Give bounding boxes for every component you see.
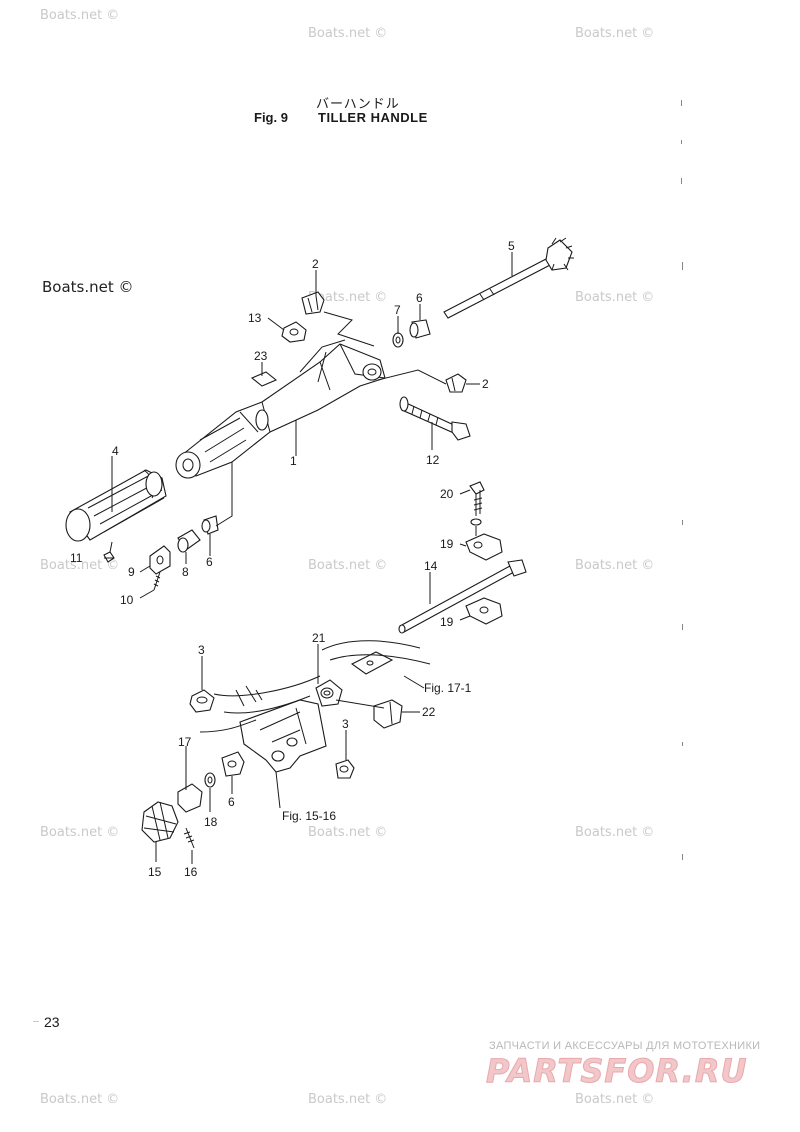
page-number-dash: -- [33, 1016, 39, 1026]
label-part-1: 1 [290, 454, 297, 468]
label-part-13: 13 [248, 311, 262, 325]
watermark: Boats.net © [308, 1092, 388, 1107]
label-part-9: 9 [128, 565, 135, 579]
part-16-screw [183, 827, 195, 849]
watermark: Boats.net © [575, 290, 655, 305]
friction-plate [239, 699, 327, 773]
label-part-14: 14 [424, 559, 438, 573]
guide-lines [199, 640, 431, 733]
part-3-nut-upper [189, 689, 215, 713]
part-23-plate [250, 371, 278, 387]
label-part-19b: 19 [440, 615, 454, 629]
watermark: Boats.net © [575, 26, 655, 41]
part-8-bushing [177, 529, 201, 553]
watermark: Boats.net © [40, 558, 120, 573]
watermark: Boats.net © [40, 8, 120, 23]
label-part-5: 5 [508, 239, 515, 253]
part-2-cap-bolt-right [445, 373, 467, 393]
watermark: Boats.net © [308, 26, 388, 41]
label-part-2: 2 [312, 257, 319, 271]
page-number: 23 [44, 1014, 60, 1030]
part-22-bushing [373, 699, 403, 729]
label-part-18: 18 [204, 815, 218, 829]
part-6-collar-lower [221, 751, 245, 777]
label-part-15: 15 [148, 865, 162, 879]
label-part-12: 12 [426, 453, 440, 467]
part-19-bracket-upper [465, 533, 503, 561]
part-20-bolt [469, 481, 485, 526]
part-17-bushing [177, 783, 203, 813]
label-part-6a: 6 [416, 291, 423, 305]
part-19-bracket-lower [465, 597, 503, 625]
part-3-nut-lower [335, 759, 355, 779]
brand-logo: PARTSFOR.RU [485, 1052, 748, 1091]
watermark: Boats.net © [308, 558, 388, 573]
part-4-twist-grip [65, 469, 167, 542]
japanese-title: バーハンドル [316, 97, 400, 112]
label-part-8: 8 [182, 565, 189, 579]
label-part-21: 21 [312, 631, 326, 645]
part-11-screw [103, 541, 115, 563]
label-part-23: 23 [254, 349, 268, 363]
watermark: Boats.net © [40, 1092, 120, 1107]
label-part-10: 10 [120, 593, 134, 607]
label-part-2b: 2 [482, 377, 489, 391]
tiller-arm-part [175, 339, 386, 479]
watermark: Boats.net © [575, 1092, 655, 1107]
part-6-collar-left [201, 515, 219, 535]
reference-fig-15: Fig. 15-16 [282, 809, 336, 823]
part-5-throttle-shaft [443, 237, 574, 319]
brand-tagline: ЗАПЧАСТИ И АКСЕССУАРЫ ДЛЯ МОТОТЕХНИКИ [489, 1040, 761, 1052]
leader-lines [104, 252, 513, 864]
part-6-collar-top [409, 319, 431, 339]
part-7-washer [392, 332, 404, 348]
watermark: Boats.net © [575, 825, 655, 840]
label-part-7: 7 [394, 303, 401, 317]
part-18-washer [204, 772, 216, 788]
label-part-22: 22 [422, 705, 436, 719]
label-part-3b: 3 [342, 717, 349, 731]
scan-specks [681, 100, 683, 860]
label-part-6c: 6 [228, 795, 235, 809]
reference-fig-17: Fig. 17-1 [424, 681, 472, 695]
part-21-grommet [315, 679, 343, 707]
part-10-pin [153, 571, 161, 591]
watermark: Boats.net © [308, 825, 388, 840]
figure-title: TILLER HANDLE [318, 110, 428, 125]
figure-number: Fig. 9 [254, 110, 288, 125]
label-part-3: 3 [198, 643, 205, 657]
watermark-dark: Boats.net © [42, 278, 134, 296]
label-part-16: 16 [184, 865, 198, 879]
fig-17-link-plate [350, 651, 394, 675]
part-13-nut [281, 321, 307, 343]
label-part-17: 17 [178, 735, 192, 749]
part-14-throttle-rod [398, 559, 527, 634]
label-part-11: 11 [70, 551, 83, 565]
watermark: Boats.net © [40, 825, 120, 840]
part-2-cap-bolt [301, 291, 325, 315]
label-part-6b: 6 [206, 555, 213, 569]
label-part-19a: 19 [440, 537, 454, 551]
part-12-bolt [399, 396, 471, 441]
part-15-knob [141, 801, 179, 843]
label-part-20: 20 [440, 487, 454, 501]
watermark: Boats.net © [575, 558, 655, 573]
label-part-4: 4 [112, 444, 119, 458]
part-9-bracket [149, 545, 171, 575]
watermark: Boats.net © [308, 290, 388, 305]
part-labels: 4 1 2 2 3 3 5 6 6 6 7 8 9 10 11 12 13 14… [70, 239, 515, 879]
